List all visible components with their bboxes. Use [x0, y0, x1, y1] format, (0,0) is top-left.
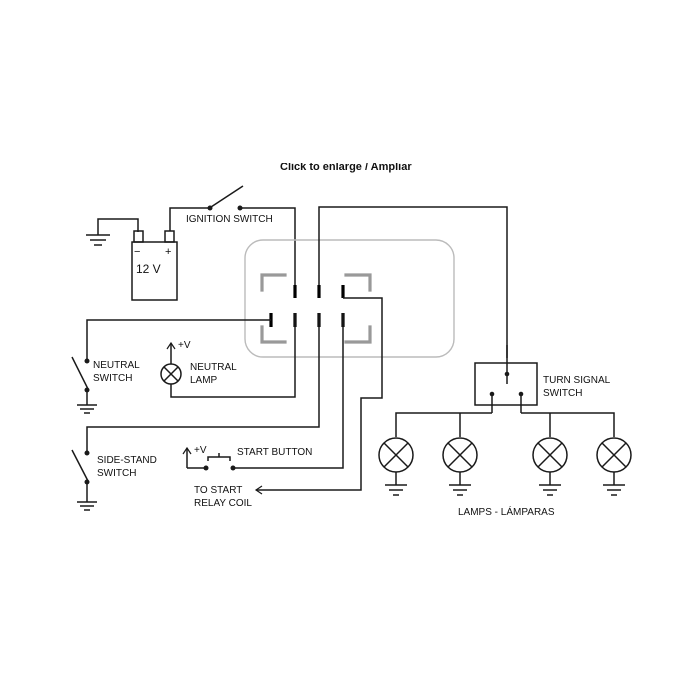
- enlarge-caption[interactable]: Click to enlarge / Ampliar: [280, 161, 412, 173]
- neutral-lamp: +V NEUTRAL LAMP: [160, 313, 296, 398]
- turn-signal-feed: [318, 206, 508, 358]
- lamp-3: [532, 437, 568, 496]
- lamp-2: [442, 437, 478, 496]
- neutral-lamp-plus-v: +V: [178, 340, 191, 351]
- neutral-lamp-label-1: NEUTRAL: [190, 362, 237, 373]
- neutral-lamp-label-2: LAMP: [190, 375, 218, 386]
- side-stand-label-2: SWITCH: [97, 468, 136, 479]
- start-button-label: START BUTTON: [237, 447, 312, 458]
- side-stand-label-1: SIDE-STAND: [97, 455, 157, 466]
- battery-minus-label: −: [134, 246, 140, 258]
- turn-signal-label-1: TURN SIGNAL: [543, 375, 611, 386]
- caption-clip-mask: [270, 150, 440, 163]
- ignition-switch-label: IGNITION SWITCH: [186, 214, 273, 225]
- turn-signal-switch: TURN SIGNAL SWITCH: [474, 345, 611, 413]
- start-button: +V START BUTTON: [182, 313, 344, 471]
- side-stand-switch: SIDE-STAND SWITCH: [71, 313, 320, 511]
- neutral-switch: NEUTRAL SWITCH: [71, 319, 271, 414]
- battery-plus-label: +: [165, 246, 171, 258]
- start-plus-v: +V: [194, 445, 207, 456]
- start-relay-wire: TO START RELAY COIL: [194, 297, 383, 509]
- battery: − + 12 V: [131, 230, 178, 301]
- connector-housing: [244, 239, 455, 358]
- ignition-switch: IGNITION SWITCH: [169, 185, 296, 285]
- neutral-switch-label-2: SWITCH: [93, 373, 132, 384]
- connector-pins: [269, 285, 345, 327]
- to-start-label-2: RELAY COIL: [194, 498, 252, 509]
- lamp-4: [596, 437, 632, 496]
- lamps-label: LAMPS - LÁMPARAS: [458, 505, 555, 518]
- lamp-1: [378, 437, 414, 496]
- lamp-wiring: [395, 412, 615, 437]
- neutral-switch-label-1: NEUTRAL: [93, 360, 140, 371]
- turn-signal-label-2: SWITCH: [543, 388, 582, 399]
- battery-voltage-label: 12 V: [136, 262, 161, 276]
- battery-ground: [86, 218, 139, 246]
- to-start-label-1: TO START: [194, 485, 242, 496]
